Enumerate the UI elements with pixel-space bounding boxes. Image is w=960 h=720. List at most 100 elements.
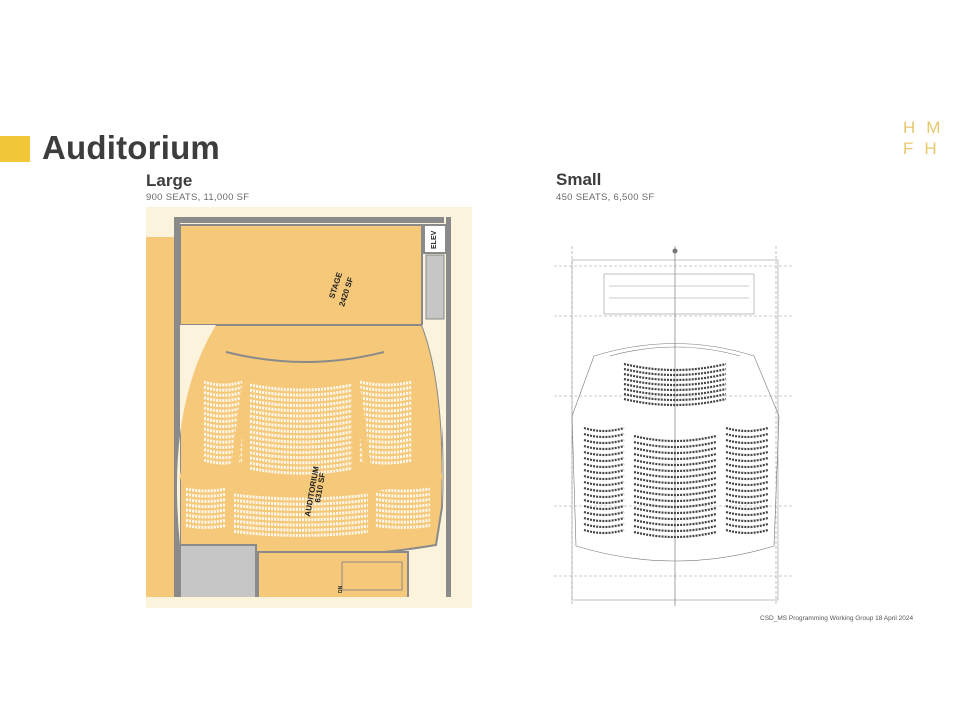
seat-row [725,522,769,529]
control-room [341,561,403,591]
seat-row [359,396,413,403]
seat-row [233,524,369,532]
bottom-left-room [179,544,257,606]
small-seating-rows [583,362,769,539]
seat-row [203,396,243,403]
seat-row [633,518,717,527]
seat-row [583,474,625,481]
seat-row [203,385,243,392]
seat-row [725,528,769,535]
small-subheading: 450 SEATS, 6,500 SF [556,192,655,203]
seat-row [249,440,353,449]
centerline-marker [672,248,678,254]
seat-row [633,524,717,533]
seat-row [185,523,227,529]
seat-row [633,434,717,443]
elevator-label: ELEV [431,230,438,249]
seat-row [185,508,227,514]
seat-row [583,522,625,529]
seat-row [375,523,431,529]
seat-row [583,516,625,523]
seat-row [233,509,369,517]
proscenium-edge [225,351,385,363]
seat-row [583,438,625,445]
small-tag: DN [338,585,344,593]
seat-row [249,393,353,402]
service-core [425,254,445,320]
seat-row [185,513,227,519]
seat-row [233,514,369,522]
seat-row [359,401,413,408]
small-heading: Small [556,170,602,189]
seat-row [633,488,717,497]
stage-outline [603,273,755,315]
seat-row [623,377,727,387]
seat-row [249,425,353,434]
large-subheading: 900 SEATS, 11,000 SF [146,192,250,203]
left-aisle [230,381,250,473]
seat-row [633,530,717,539]
seat-row [583,468,625,475]
seat-row [375,513,431,519]
house-outline [571,343,780,562]
left-wall [174,217,180,597]
seat-row [185,497,227,503]
seat-row [249,430,353,439]
seat-row [185,518,227,524]
seat-row [185,503,227,509]
seat-row [725,486,769,493]
seat-row [725,426,769,433]
large-heading: Large [146,171,193,190]
seat-row [249,388,353,397]
seat-row [623,367,727,377]
small-auditorium-floor-plan [554,246,792,606]
page-title: Auditorium [42,129,220,166]
accent-bar [0,136,30,162]
seat-row [233,519,369,527]
footer-note: CSD_MS Programming Working Group 18 Apri… [760,615,914,622]
seat-row [633,452,717,461]
seat-row [203,390,243,397]
seat-row [359,406,413,413]
seat-row [725,498,769,505]
left-side-void [176,325,216,545]
seat-row [583,528,625,535]
seat-row [359,385,413,392]
seat-row [185,492,227,498]
seat-row [725,510,769,517]
seat-row [583,450,625,457]
seat-row [725,432,769,439]
seat-row [633,470,717,479]
seat-row [623,392,727,402]
seat-row [623,362,727,372]
seat-row [375,492,431,498]
seat-row [623,382,727,392]
seat-row [359,390,413,397]
seat-row [249,414,353,423]
seat-row [725,438,769,445]
logo-line-2: FH [903,139,948,158]
stage-area [179,224,423,326]
seat-row [725,504,769,511]
seat-row [633,440,717,449]
seat-row [249,466,353,475]
right-side-void [422,325,443,507]
bottom-margin [146,597,472,608]
seat-row [633,506,717,515]
seat-row [725,492,769,499]
seat-row [725,450,769,457]
seat-row [233,503,369,511]
seat-row [249,399,353,408]
seat-row [633,512,717,521]
seat-row [375,497,431,503]
seat-row [583,426,625,433]
left-corridor [146,237,174,597]
seat-row [725,444,769,451]
seat-row [725,474,769,481]
seat-row [583,462,625,469]
seat-row [623,372,727,382]
seat-row [583,486,625,493]
seat-row [633,494,717,503]
logo-line-1: HM [903,118,952,137]
seat-row [583,504,625,511]
